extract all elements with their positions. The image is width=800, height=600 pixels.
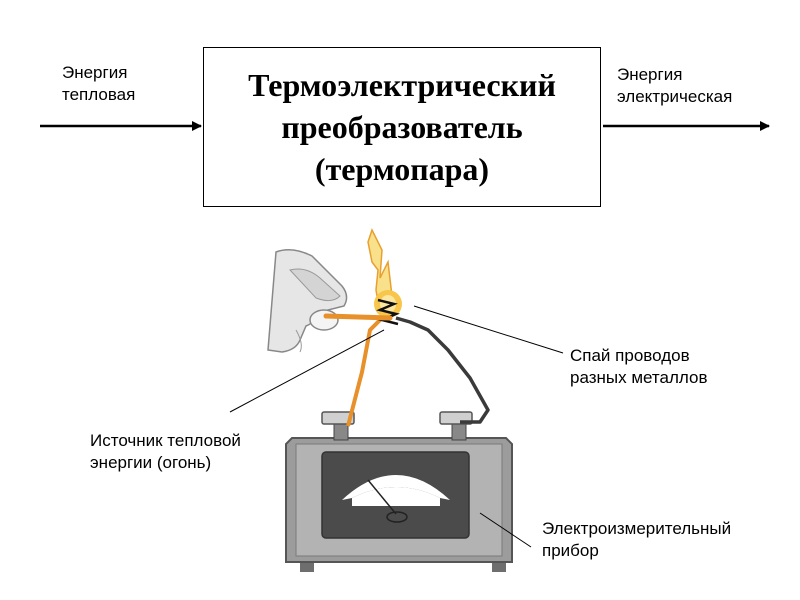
junction-callout: Спай проводов разных металлов <box>570 345 708 389</box>
wire-copper <box>346 310 394 427</box>
block-title-line-2: преобразователь <box>281 109 523 145</box>
input-label-line-1: Энергия <box>62 63 128 82</box>
junction-icon <box>376 298 400 326</box>
input-label-line-2: тепловая <box>62 85 136 104</box>
junction-callout-line-1: Спай проводов <box>570 346 690 365</box>
heat-source-callout-line-2: энергии (огонь) <box>90 453 212 472</box>
callout-line-heat-source <box>229 329 385 413</box>
callout-line-junction <box>413 305 564 354</box>
block-title-line-1: Термоэлектрический <box>248 67 556 103</box>
meter-callout-line-1: Электроизмерительный <box>542 519 732 538</box>
output-label-line-1: Энергия <box>617 65 683 84</box>
meter-callout-line-2: прибор <box>542 541 599 560</box>
output-energy-label: Энергия электрическая <box>617 64 732 108</box>
callout-line-meter <box>479 512 532 548</box>
output-label-line-2: электрическая <box>617 87 733 106</box>
meter-device <box>285 411 513 572</box>
heat-source-callout: Источник тепловой энергии (огонь) <box>90 430 241 474</box>
flame-icon <box>367 228 402 321</box>
converter-block: Термоэлектрический преобразователь (терм… <box>203 47 601 207</box>
block-title-line-3: (термопара) <box>314 151 490 187</box>
meter-callout: Электроизмерительный прибор <box>542 518 731 562</box>
junction-callout-line-2: разных металлов <box>570 368 708 387</box>
input-energy-label: Энергия тепловая <box>62 62 135 106</box>
wire-dark <box>395 316 490 424</box>
heat-source-callout-line-1: Источник тепловой <box>90 431 241 450</box>
hand-lighter-icon <box>267 249 393 353</box>
